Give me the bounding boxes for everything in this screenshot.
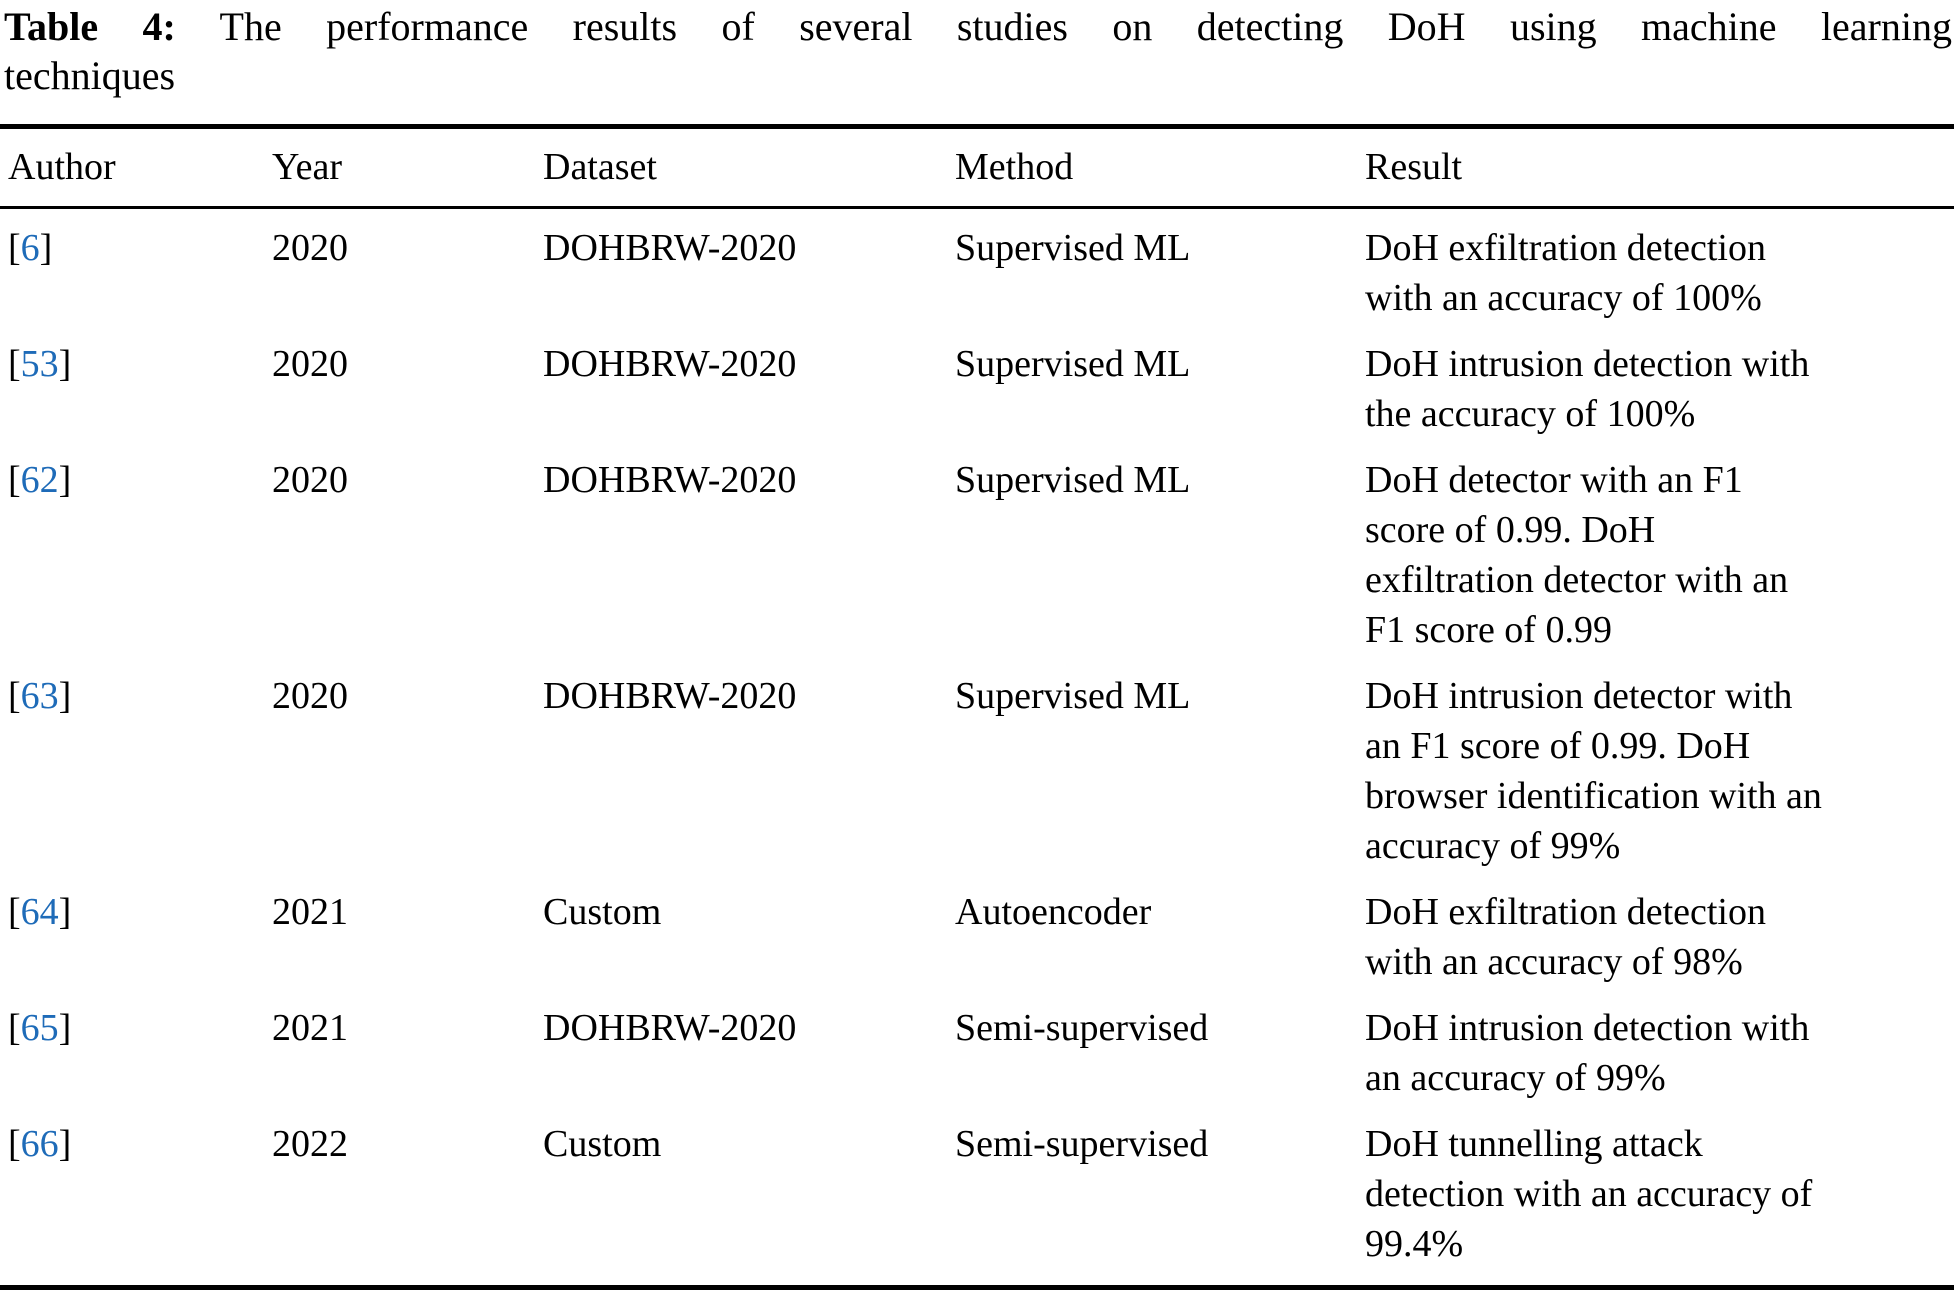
result-cell: DoH intrusion detection with the accurac… — [1365, 343, 1810, 435]
bracket-open: [ — [8, 1123, 21, 1165]
table-row: [6] 2020 DOHBRW-2020 Supervised ML DoH e… — [0, 215, 1954, 331]
author-cell: [53] — [8, 339, 272, 439]
dataset-cell: DOHBRW-2020 — [543, 343, 797, 385]
table-caption: Table 4: The performance results of seve… — [0, 0, 1954, 100]
bracket-close: ] — [58, 343, 72, 385]
year-cell: 2020 — [272, 227, 348, 269]
year-cell: 2020 — [272, 343, 348, 385]
citation-link-63[interactable]: 63 — [21, 675, 59, 717]
result-cell: DoH intrusion detection with an accuracy… — [1365, 1007, 1810, 1099]
year-cell: 2021 — [272, 1007, 348, 1049]
bracket-close: ] — [39, 227, 53, 269]
author-cell: [64] — [8, 887, 272, 987]
dataset-cell: Custom — [543, 891, 662, 933]
method-cell: Supervised ML — [955, 343, 1191, 385]
table-body: [6] 2020 DOHBRW-2020 Supervised ML DoH e… — [0, 209, 1954, 1285]
citation-number[interactable]: 66 — [20, 1123, 59, 1165]
year-cell: 2020 — [272, 675, 348, 717]
citation-link-64[interactable]: 64 — [21, 891, 59, 933]
bracket-close: ] — [58, 891, 72, 933]
citation-link-65[interactable]: 65 — [21, 1007, 59, 1049]
method-cell: Supervised ML — [955, 227, 1191, 269]
year-cell: 2020 — [272, 459, 348, 501]
method-cell: Semi-supervised — [955, 1007, 1209, 1049]
table-row: [66] 2022 Custom Semi-supervised DoH tun… — [0, 1111, 1954, 1277]
citation-number[interactable]: 62 — [20, 459, 59, 501]
method-cell: Autoencoder — [955, 891, 1152, 933]
bracket-open: [ — [8, 343, 21, 385]
table-header-row: Author Year Dataset Method Result — [0, 129, 1954, 209]
citation-number[interactable]: 64 — [20, 891, 59, 933]
bracket-close: ] — [58, 675, 72, 717]
author-cell: [65] — [8, 1003, 272, 1103]
column-header-author: Author — [8, 146, 116, 188]
column-header-method: Method — [955, 146, 1074, 188]
citation-number[interactable]: 53 — [20, 343, 59, 385]
table-caption-line1: Table 4: The performance results of seve… — [4, 2, 1952, 51]
dataset-cell: DOHBRW-2020 — [543, 227, 797, 269]
method-cell: Supervised ML — [955, 459, 1191, 501]
results-table: Author Year Dataset Method Result [6] 20… — [0, 124, 1954, 1290]
dataset-cell: Custom — [543, 1123, 662, 1165]
table-row: [65] 2021 DOHBRW-2020 Semi-supervised Do… — [0, 995, 1954, 1111]
bracket-open: [ — [8, 227, 21, 269]
dataset-cell: DOHBRW-2020 — [543, 675, 797, 717]
bracket-close: ] — [58, 459, 72, 501]
citation-number[interactable]: 65 — [20, 1007, 59, 1049]
citation-link-6[interactable]: 6 — [21, 227, 40, 269]
table-row: [64] 2021 Custom Autoencoder DoH exfiltr… — [0, 879, 1954, 995]
author-cell: [66] — [8, 1119, 272, 1269]
column-header-year: Year — [272, 146, 343, 188]
bracket-open: [ — [8, 1007, 21, 1049]
table-row: [62] 2020 DOHBRW-2020 Supervised ML DoH … — [0, 447, 1954, 663]
bracket-open: [ — [8, 675, 21, 717]
method-cell: Supervised ML — [955, 675, 1191, 717]
bracket-open: [ — [8, 459, 21, 501]
table-row: [53] 2020 DOHBRW-2020 Supervised ML DoH … — [0, 331, 1954, 447]
table-caption-label: Table 4: — [4, 4, 176, 49]
result-cell: DoH exfiltration detection with an accur… — [1365, 227, 1766, 319]
dataset-cell: DOHBRW-2020 — [543, 1007, 797, 1049]
citation-number[interactable]: 6 — [20, 227, 40, 269]
bracket-close: ] — [58, 1123, 72, 1165]
result-cell: DoH exfiltration detection with an accur… — [1365, 891, 1766, 983]
table-row: [63] 2020 DOHBRW-2020 Supervised ML DoH … — [0, 663, 1954, 879]
result-cell: DoH detector with an F1 score of 0.99. D… — [1365, 459, 1789, 651]
citation-link-66[interactable]: 66 — [21, 1123, 59, 1165]
method-cell: Semi-supervised — [955, 1123, 1209, 1165]
bracket-open: [ — [8, 891, 21, 933]
year-cell: 2022 — [272, 1123, 348, 1165]
author-cell: [6] — [8, 223, 272, 323]
dataset-cell: DOHBRW-2020 — [543, 459, 797, 501]
column-header-dataset: Dataset — [543, 146, 657, 188]
result-cell: DoH intrusion detector with an F1 score … — [1365, 675, 1822, 867]
table-caption-line2: techniques — [4, 53, 176, 98]
author-cell: [62] — [8, 455, 272, 655]
column-header-result: Result — [1365, 146, 1463, 188]
author-cell: [63] — [8, 671, 272, 871]
citation-link-53[interactable]: 53 — [21, 343, 59, 385]
year-cell: 2021 — [272, 891, 348, 933]
bracket-close: ] — [58, 1007, 72, 1049]
citation-link-62[interactable]: 62 — [21, 459, 59, 501]
result-cell: DoH tunnelling attack detection with an … — [1365, 1123, 1813, 1265]
citation-number[interactable]: 63 — [20, 675, 59, 717]
table-caption-text: The performance results of several studi… — [219, 4, 1952, 49]
